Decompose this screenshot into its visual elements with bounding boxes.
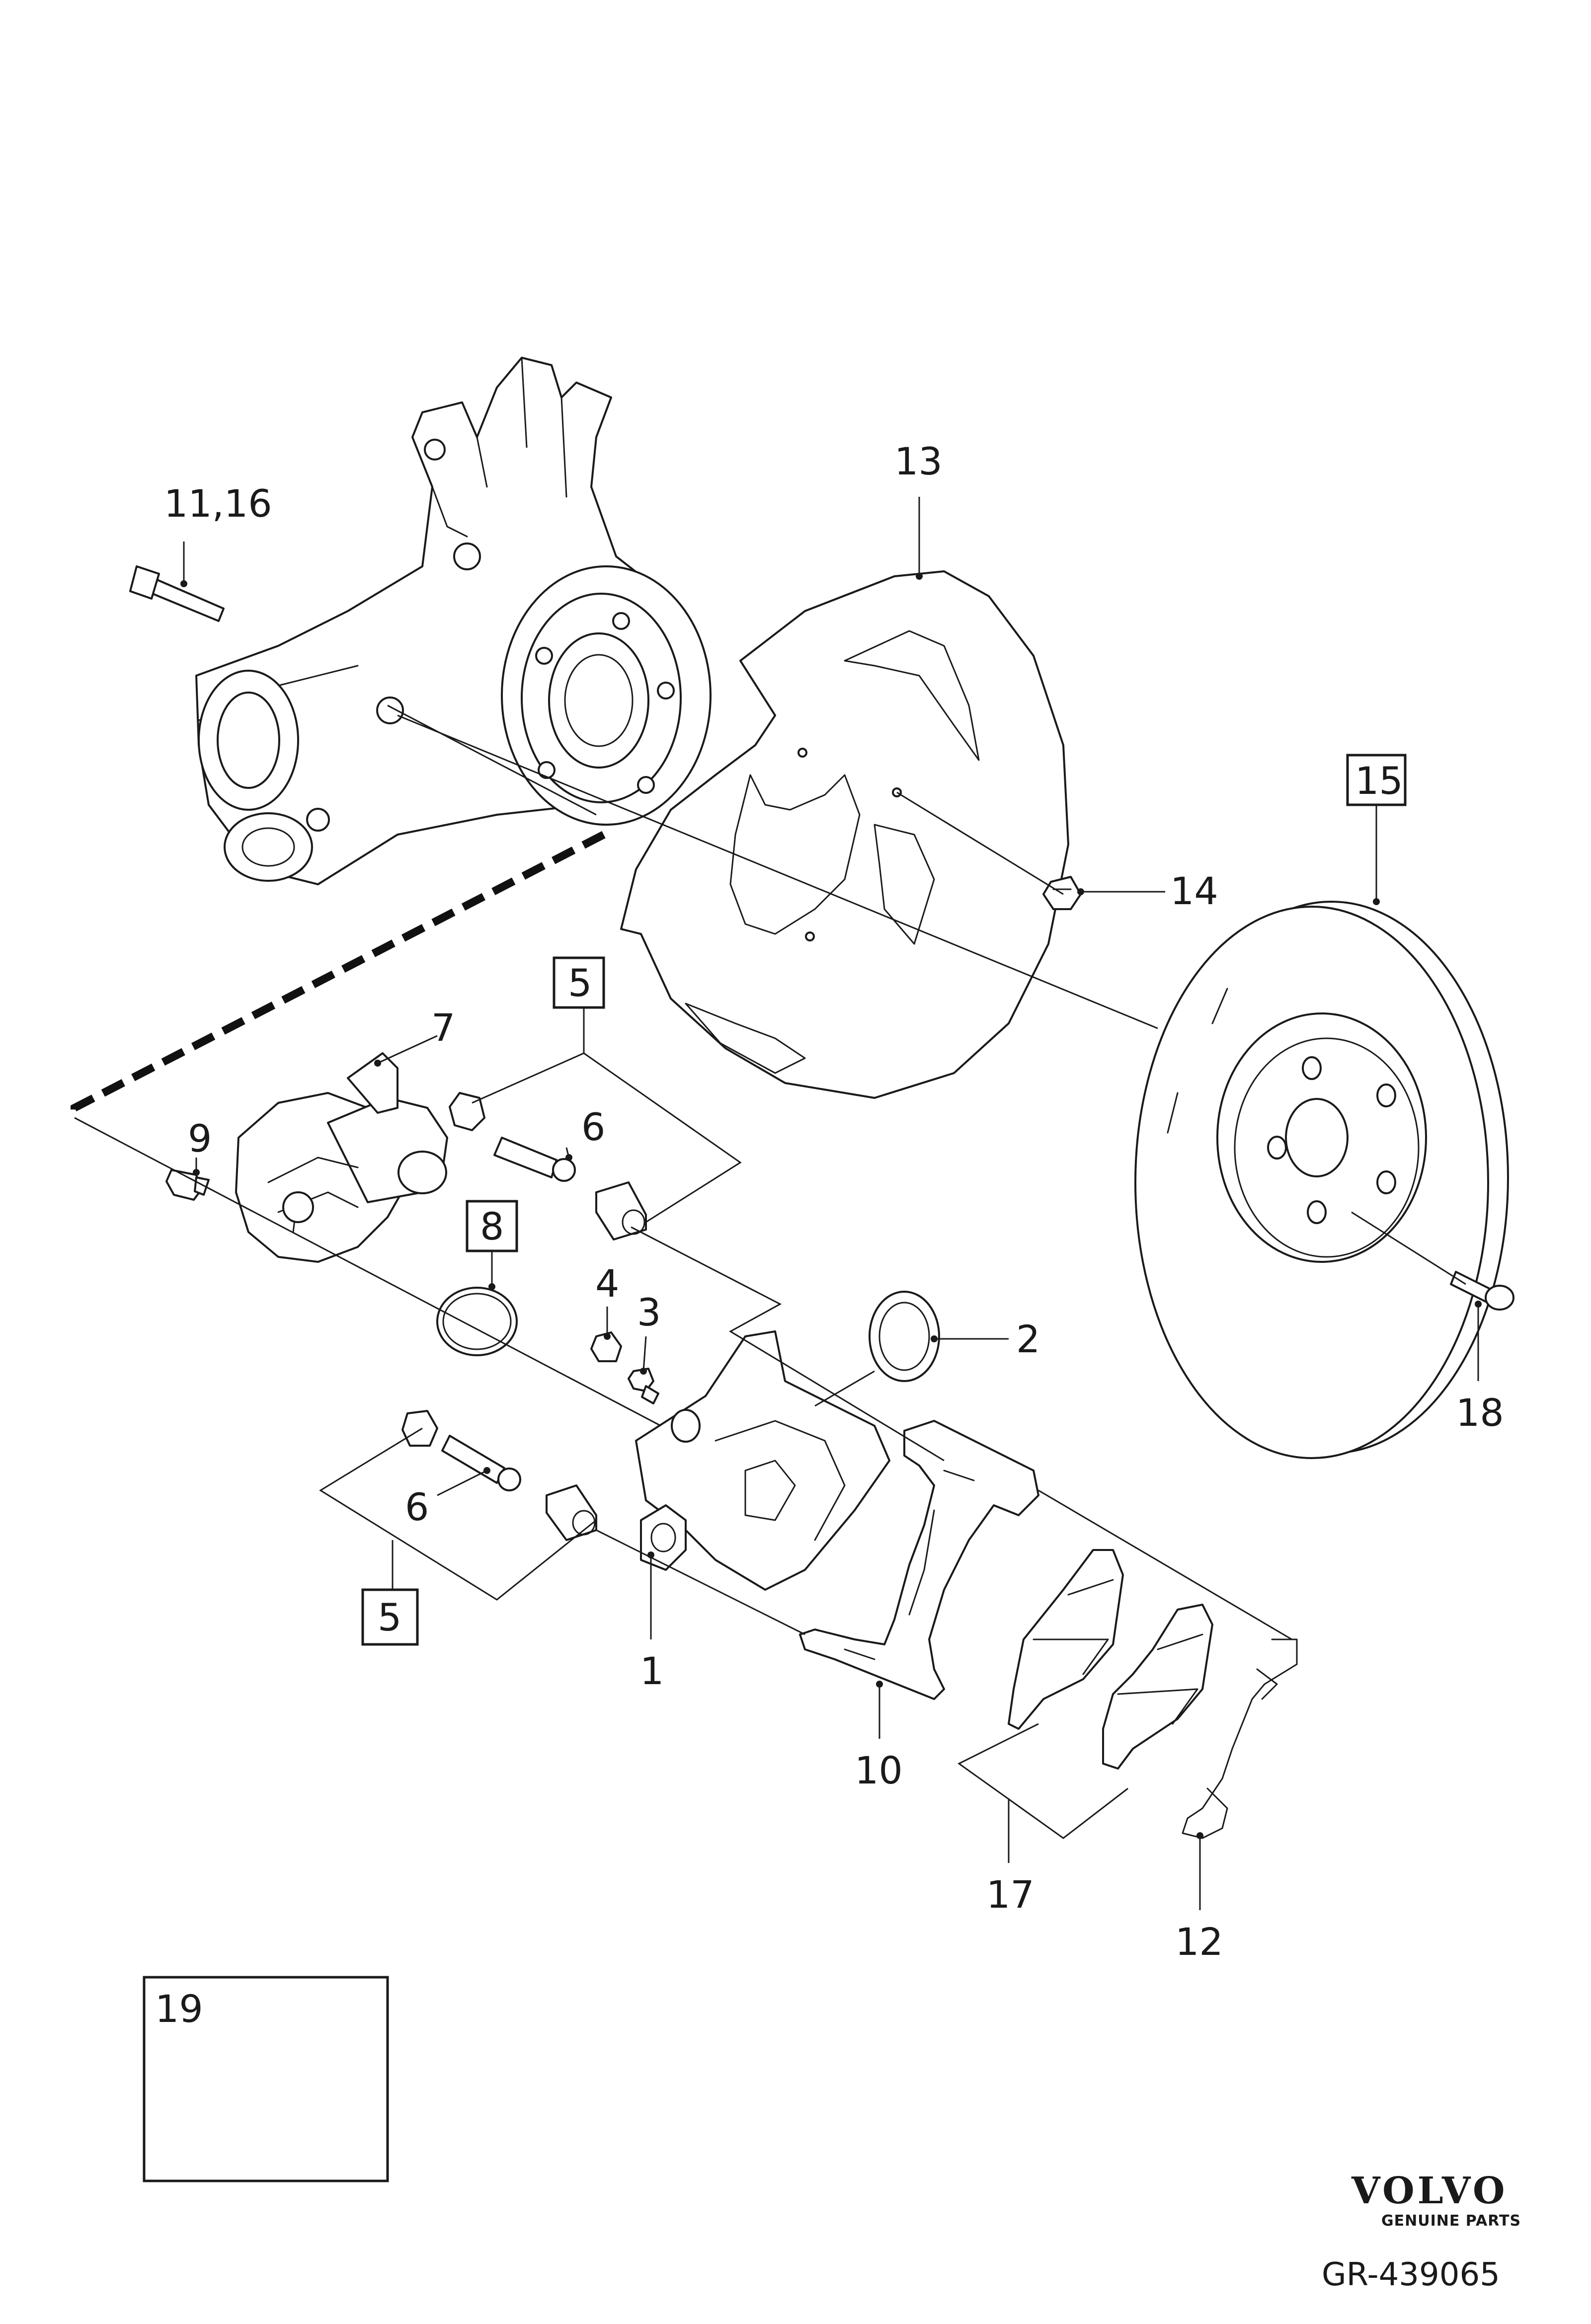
leader-3: [642, 1336, 647, 1372]
parking-brake-motor: [235, 1052, 448, 1263]
callout-label: 5: [568, 961, 592, 1005]
brake-dust-shield: [620, 570, 1069, 1099]
leader-6-upper-dot: [565, 1154, 572, 1161]
callout-box: [466, 1200, 518, 1252]
callout-box: [553, 956, 605, 1009]
leader-4-dot: [604, 1333, 611, 1340]
callout-label: 4: [595, 1261, 619, 1306]
leader-3-dot: [640, 1368, 647, 1375]
callout-label: 1: [640, 1649, 664, 1693]
bleeder-cap: [590, 1331, 622, 1362]
callout-label: 9: [188, 1116, 212, 1161]
callout-label: 11,16: [164, 481, 272, 526]
callout-box: [1346, 754, 1407, 806]
wheel-hub: [501, 565, 712, 826]
callout-label: 3: [637, 1290, 661, 1334]
leader-6-lower: [437, 1470, 487, 1496]
brake-disc: [1134, 901, 1509, 1459]
leader-7: [377, 1035, 438, 1064]
assembly-line-knuckle-shield: [387, 704, 597, 816]
motor-screw: [165, 1169, 210, 1201]
assembly-line-caliper-carrier: [596, 1529, 805, 1635]
assembly-line-seal: [814, 1370, 875, 1407]
callout-label: 17: [986, 1872, 1034, 1917]
callout-label: 12: [1175, 1920, 1223, 1964]
bracket-upper-kit: [472, 1008, 742, 1223]
assembly-line-hub-disc: [397, 714, 1158, 1029]
callout-label: 19: [155, 1987, 203, 2031]
leader-7-dot: [374, 1060, 381, 1067]
callout-label: 6: [405, 1485, 429, 1529]
knuckle-bolt: [129, 565, 225, 622]
leader-13-dot: [916, 573, 923, 580]
leader-10-dot: [876, 1681, 883, 1688]
guide-pin-kit-lower: [401, 1410, 597, 1541]
diagram-reference: GR-439065: [1322, 2256, 1500, 2293]
leader-8-dot: [488, 1283, 495, 1290]
volvo-logo-text: VOLVO: [1351, 2169, 1508, 2212]
anti-rattle-spring: [1182, 1638, 1298, 1839]
callout-label: 8: [480, 1204, 504, 1248]
assembly-line-motor-caliper: [74, 1117, 661, 1427]
callout-label: 14: [1170, 869, 1218, 913]
leader-14: [896, 791, 1165, 895]
caliper-carrier: [799, 1420, 1039, 1700]
leader-2-dot: [931, 1335, 938, 1342]
leader-15-dot: [1373, 898, 1380, 905]
bleeder-screw: [628, 1368, 659, 1404]
bracket-pads: [957, 1723, 1128, 1863]
callout-label: 18: [1456, 1391, 1504, 1435]
callout-label: 15: [1355, 759, 1403, 803]
leader-12-dot: [1196, 1832, 1203, 1839]
callout-label: 6: [581, 1105, 605, 1149]
leader-1-dot: [647, 1551, 654, 1558]
piston-seal: [869, 1291, 940, 1382]
callout-box: [361, 1588, 419, 1646]
assembly-line-pin-caliper: [631, 1226, 945, 1462]
callout-label: 7: [431, 1006, 455, 1050]
callout-label: 13: [894, 439, 943, 483]
disc-screw: [1450, 1271, 1514, 1311]
genuine-parts-tagline: GENUINE PARTS: [1381, 2212, 1521, 2230]
callout-label: 5: [378, 1595, 401, 1639]
callout-label: 10: [855, 1748, 903, 1792]
leader-11-16-dot: [180, 580, 187, 587]
leader-18: [1351, 1211, 1479, 1381]
leader-6-lower-dot: [483, 1467, 490, 1474]
brake-pads: [1008, 1549, 1213, 1770]
callout-label: 2: [1016, 1317, 1040, 1361]
dashed-connection-line: [71, 831, 606, 1118]
leader-18-dot: [1475, 1301, 1482, 1308]
leader-9-dot: [193, 1169, 200, 1176]
grease-frame: [143, 1976, 389, 2182]
brake-caliper: [635, 1330, 890, 1591]
leader-14-dot: [1077, 888, 1084, 895]
bracket-lower-kit: [319, 1427, 597, 1601]
guide-pin-kit-upper: [449, 1092, 647, 1240]
o-ring: [436, 1287, 518, 1356]
assembly-line-carrier-pads: [1038, 1489, 1292, 1640]
